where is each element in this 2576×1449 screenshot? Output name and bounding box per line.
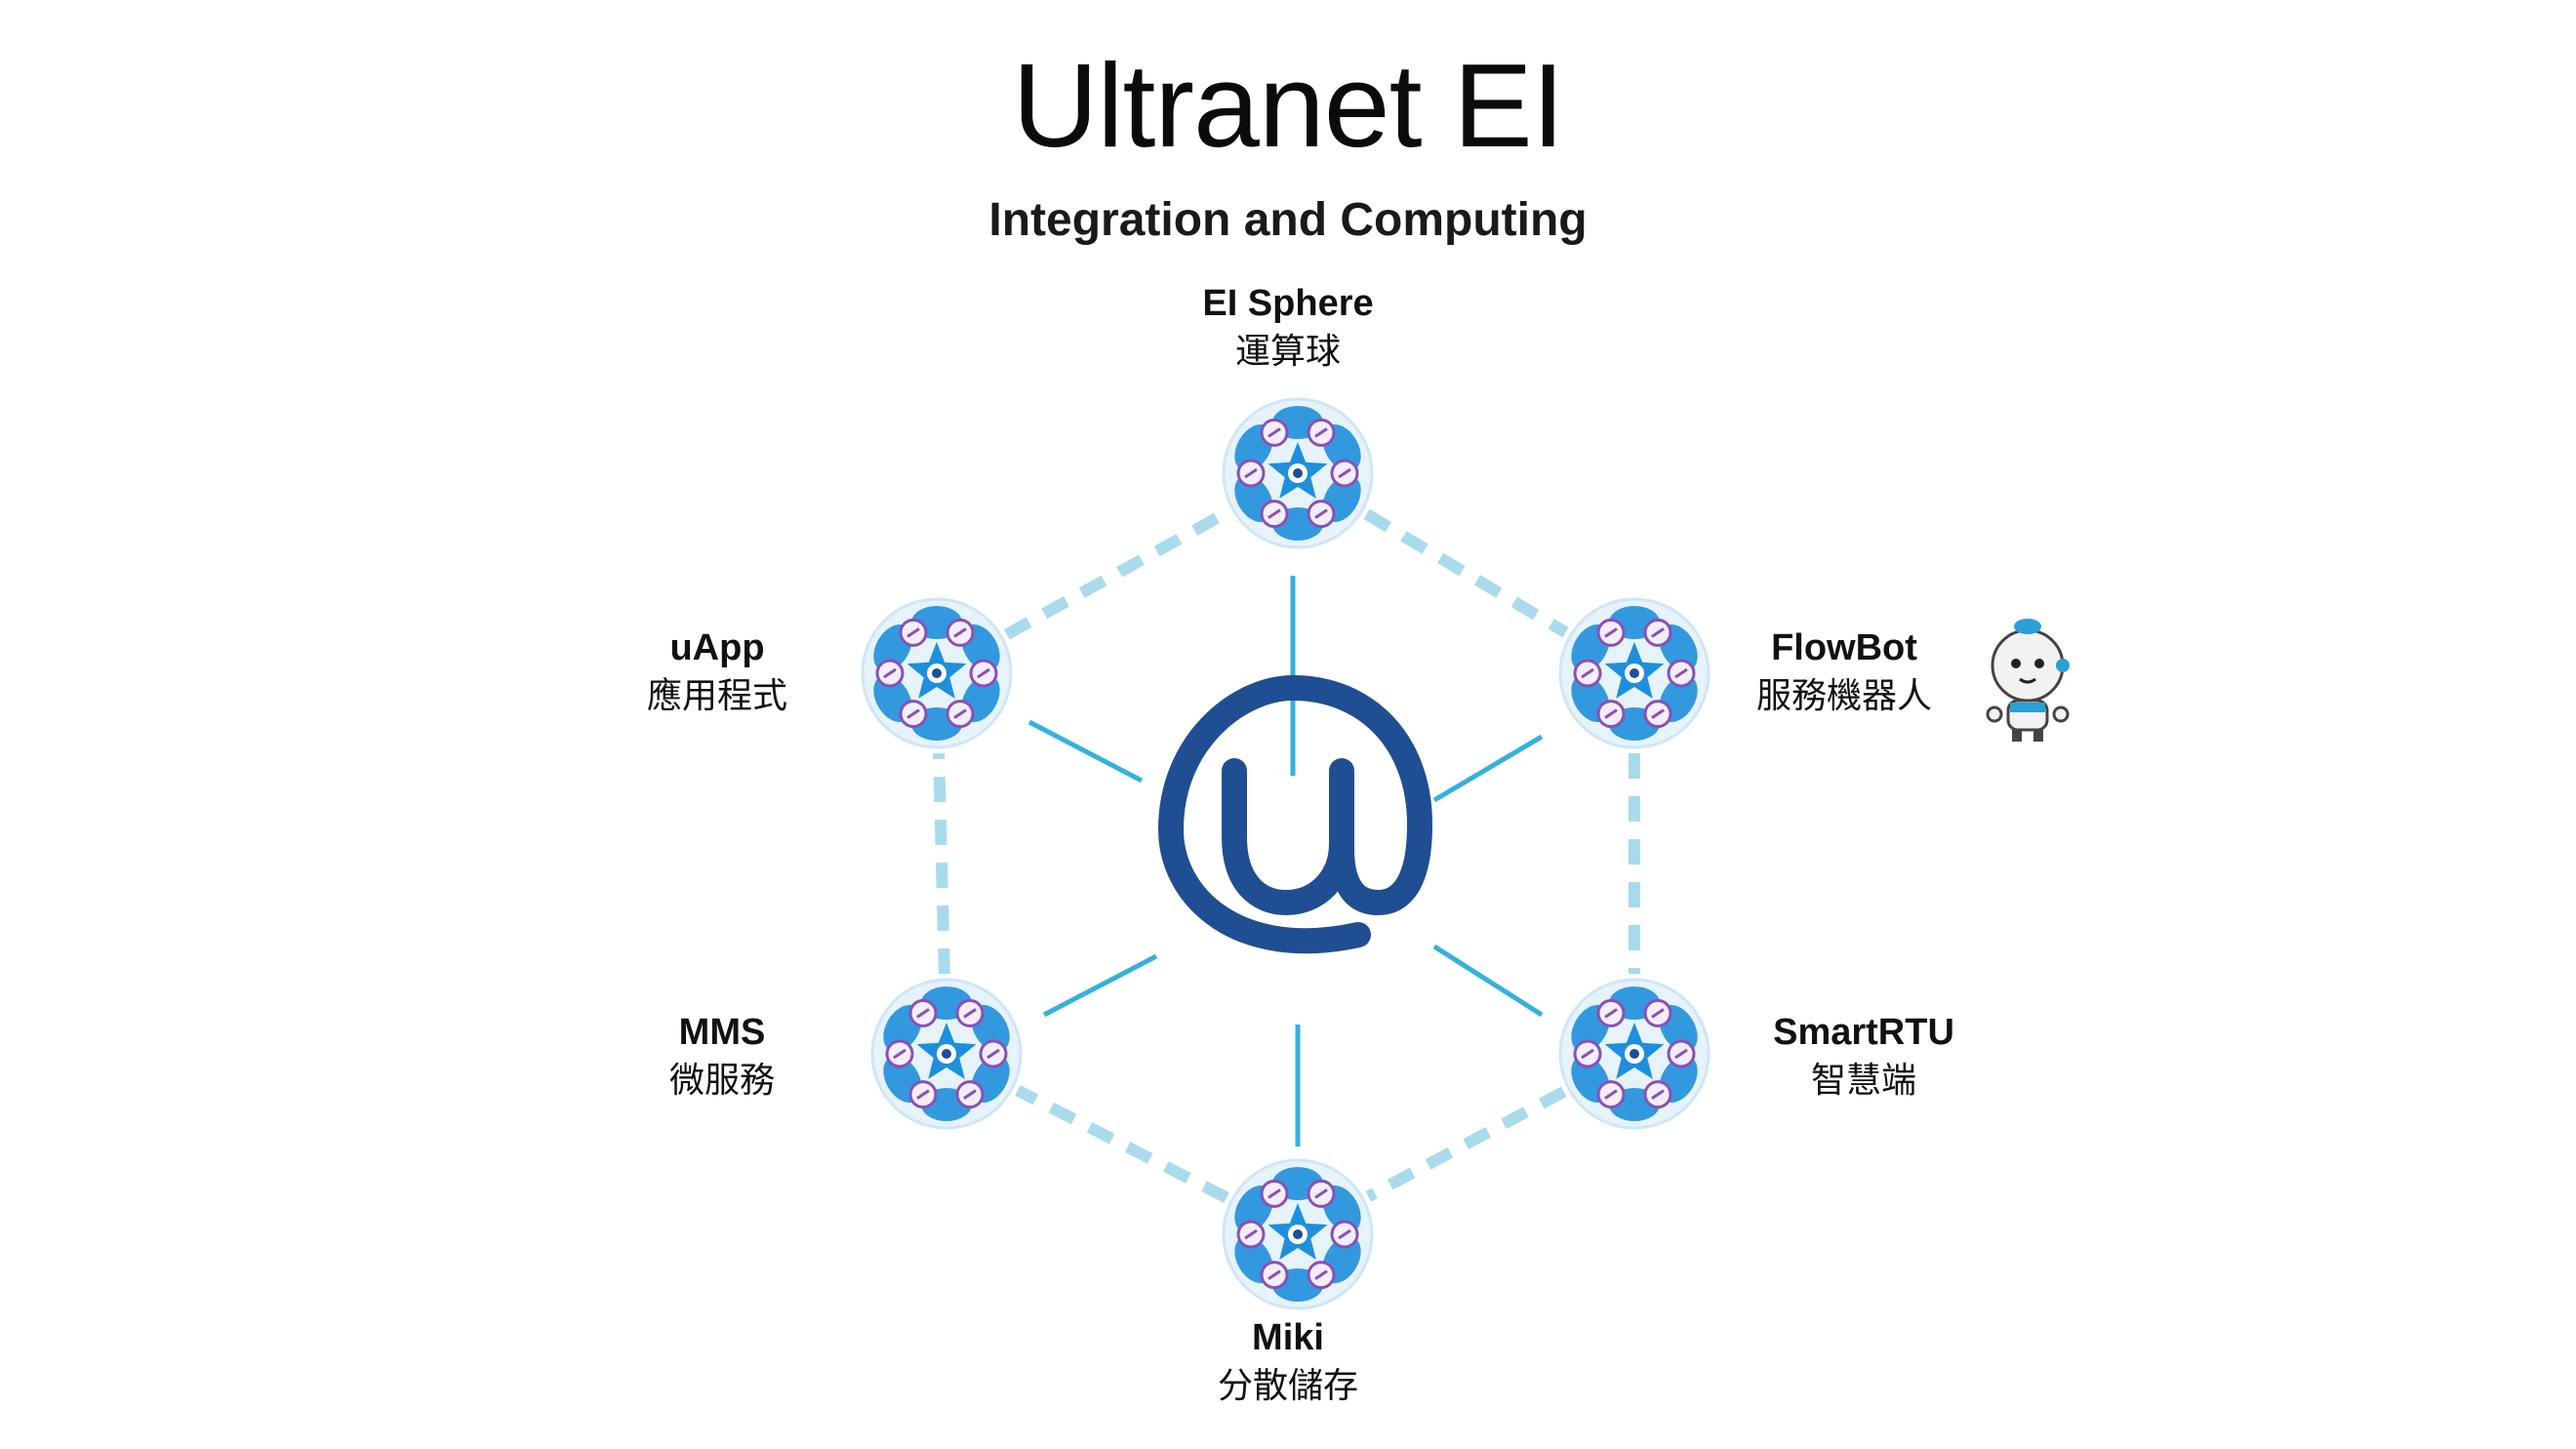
page-title: Ultranet EI — [1012, 39, 1564, 172]
ring-connection-uapp — [1003, 506, 1231, 640]
label-flowbot: FlowBot 服務機器人 — [1708, 627, 1981, 716]
page-subtitle: Integration and Computing — [988, 194, 1588, 246]
label-miki: Miki 分散儲存 — [1151, 1317, 1425, 1406]
node-name-en: Miki — [1252, 1317, 1324, 1358]
ultranet-at-logo-icon — [1157, 674, 1433, 954]
sphere-node-icon — [1558, 597, 1711, 749]
sphere-node-icon — [1222, 1158, 1374, 1310]
sphere-node-icon — [1222, 397, 1374, 549]
center-spokes — [1027, 576, 1544, 1147]
sphere-node-icon — [870, 978, 1023, 1130]
spoke-mms — [1042, 953, 1158, 1018]
spoke-smartrtu — [1432, 944, 1544, 1018]
ring-connection-smartrtu — [1365, 1086, 1567, 1202]
sphere-node-icon — [861, 597, 1013, 749]
robot-mascot-icon — [1986, 619, 2070, 742]
outer-ring-connections — [933, 506, 1640, 1203]
ring-connection-miki — [1015, 1085, 1229, 1203]
node-name-en: uApp — [669, 627, 765, 668]
node-name-zh: 服務機器人 — [1755, 675, 1932, 716]
node-name-zh: 運算球 — [1234, 331, 1341, 372]
sphere-nodes — [861, 397, 1711, 1310]
ring-connection-mms — [933, 752, 950, 975]
node-name-en: SmartRTU — [1773, 1012, 1954, 1053]
node-name-en: MMS — [678, 1012, 766, 1053]
node-name-zh: 智慧端 — [1810, 1060, 1916, 1101]
label-ei-sphere: EI Sphere 運算球 — [1093, 283, 1483, 372]
label-mms: MMS 微服務 — [585, 1012, 859, 1101]
ring-connection-ei-sphere — [1363, 508, 1569, 638]
sphere-node-icon — [1558, 978, 1711, 1130]
node-name-zh: 分散儲存 — [1217, 1365, 1358, 1406]
label-smartrtu: SmartRTU 智慧端 — [1727, 1012, 2000, 1101]
node-name-zh: 應用程式 — [646, 675, 787, 716]
label-uapp: uApp 應用程式 — [581, 627, 854, 716]
node-name-en: EI Sphere — [1202, 283, 1374, 324]
node-name-en: FlowBot — [1771, 627, 1917, 668]
spoke-uapp — [1027, 719, 1144, 784]
node-name-zh: 微服務 — [668, 1060, 775, 1101]
spoke-flowbot — [1432, 734, 1544, 803]
